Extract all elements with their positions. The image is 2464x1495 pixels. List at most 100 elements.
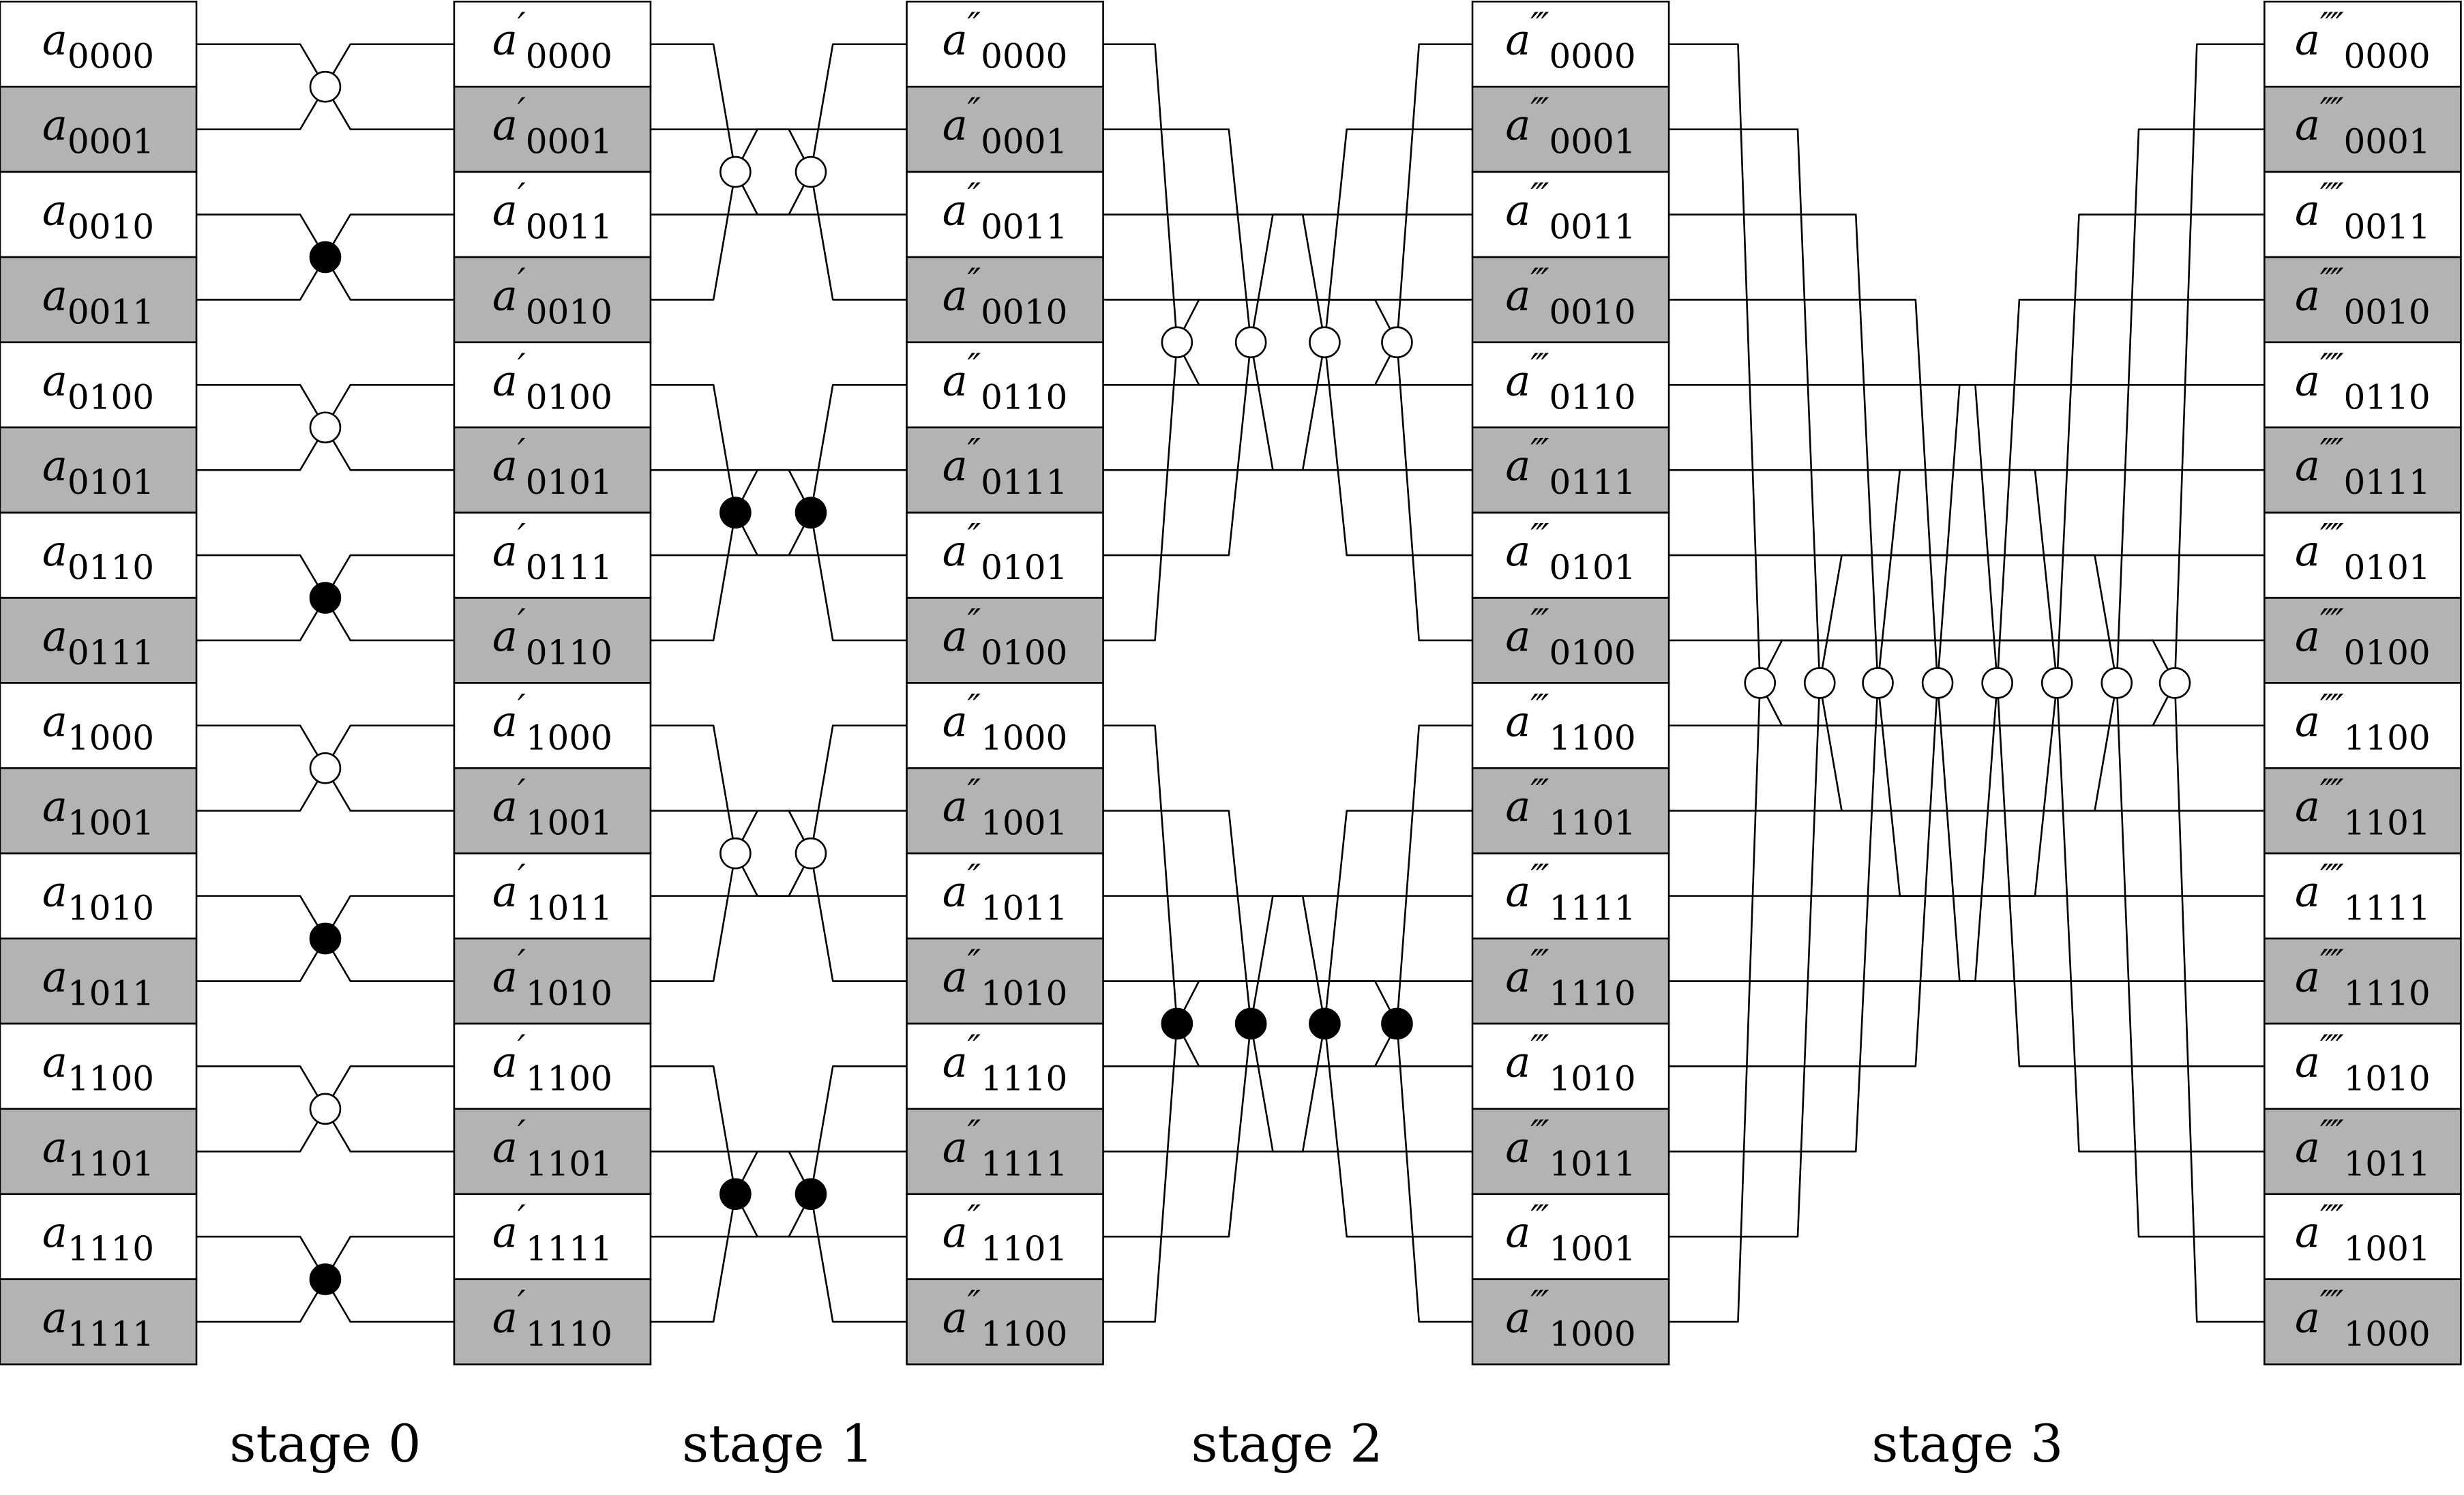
- element-subscript: 1100: [2343, 718, 2430, 758]
- element-cell: a⁗0001: [2263, 85, 2462, 173]
- shaded-cell-box: [906, 597, 1104, 684]
- element-base: a: [42, 441, 68, 490]
- element-prime: ⁗: [2320, 1198, 2344, 1239]
- element-subscript: 1010: [1549, 1059, 1635, 1098]
- element-subscript: 1111: [526, 1229, 612, 1269]
- element-subscript: 0101: [2343, 548, 2430, 587]
- element-cell: a0010: [0, 171, 198, 258]
- element-base: a: [492, 100, 518, 150]
- element-subscript: 1111: [1549, 889, 1635, 928]
- plain-cell-box: [453, 341, 652, 429]
- element-cell: a0000: [0, 1, 198, 88]
- element-subscript: 0111: [2343, 462, 2430, 502]
- element-prime: ″: [968, 1198, 981, 1239]
- element-label: a‴0100: [1505, 602, 1635, 672]
- element-base: a: [42, 526, 68, 576]
- element-label: a⁗0011: [2295, 177, 2431, 247]
- element-prime: ″: [968, 1028, 981, 1069]
- element-subscript: 1100: [68, 1059, 154, 1098]
- plain-cell-box: [1471, 1193, 1670, 1280]
- element-prime: ″: [968, 6, 981, 47]
- element-prime: ⁗: [2320, 91, 2344, 132]
- shaded-cell-box: [906, 426, 1104, 514]
- element-prime: ‴: [1530, 1028, 1549, 1069]
- element-base: a: [42, 355, 68, 405]
- element-base: a: [1505, 696, 1530, 746]
- element-label: a″1110: [942, 1028, 1068, 1098]
- element-base: a: [2295, 441, 2320, 490]
- open-exchange-node: [719, 837, 752, 870]
- element-base: a: [942, 867, 968, 917]
- element-cell: a0101: [0, 426, 198, 514]
- element-subscript: 1000: [2343, 1314, 2430, 1354]
- element-prime: ⁗: [2320, 432, 2344, 473]
- element-subscript: 1011: [2343, 1144, 2430, 1183]
- element-cell: a′1001: [453, 767, 652, 855]
- element-cell: a⁗1111: [2263, 852, 2462, 940]
- element-label: a⁗1100: [2295, 687, 2431, 758]
- element-label: a1110: [42, 1207, 154, 1269]
- element-base: a: [2295, 1037, 2320, 1086]
- element-base: a: [42, 782, 68, 831]
- shaded-cell-box: [453, 937, 652, 1025]
- element-label: a‴1111: [1505, 858, 1635, 928]
- element-label: a1000: [42, 696, 154, 758]
- element-prime: ‴: [1530, 1113, 1549, 1154]
- plain-cell-box: [1471, 512, 1670, 599]
- element-cell: a′0010: [453, 256, 652, 344]
- element-label: a‴0101: [1505, 517, 1635, 587]
- element-cell: a″1001: [906, 767, 1104, 855]
- element-cell: a1110: [0, 1193, 198, 1280]
- element-label: a⁗0100: [2295, 602, 2431, 672]
- element-base: a: [1505, 1292, 1530, 1342]
- element-cell: a1011: [0, 937, 198, 1025]
- shaded-cell-box: [2263, 426, 2462, 514]
- element-subscript: 0100: [2343, 633, 2430, 672]
- element-prime: ‴: [1530, 773, 1549, 814]
- element-base: a: [2295, 1122, 2320, 1172]
- element-base: a: [2295, 270, 2320, 320]
- element-prime: ′: [518, 602, 526, 643]
- shaded-cell-box: [906, 1108, 1104, 1196]
- element-label: a′1110: [492, 1284, 612, 1354]
- element-label: a″0111: [942, 432, 1068, 502]
- element-base: a: [492, 526, 518, 576]
- element-prime: ′: [518, 432, 526, 473]
- element-cell: a0111: [0, 597, 198, 684]
- shaded-cell-box: [1471, 937, 1670, 1025]
- element-cell: a″1000: [906, 682, 1104, 769]
- plain-cell-box: [0, 171, 198, 258]
- element-cell: a1000: [0, 682, 198, 769]
- element-subscript: 1001: [68, 803, 154, 843]
- element-base: a: [42, 100, 68, 150]
- shaded-cell-box: [2263, 597, 2462, 684]
- element-cell: a‴0111: [1471, 426, 1670, 514]
- element-base: a: [1505, 355, 1530, 405]
- element-label: a‴0010: [1505, 261, 1635, 331]
- element-subscript: 0100: [526, 377, 612, 417]
- element-subscript: 0111: [1549, 462, 1635, 502]
- element-subscript: 1001: [981, 803, 1067, 843]
- shaded-cell-box: [453, 256, 652, 344]
- element-cell: a‴0001: [1471, 85, 1670, 173]
- element-subscript: 0010: [526, 292, 612, 331]
- element-prime: ‴: [1530, 1198, 1549, 1239]
- element-base: a: [2295, 526, 2320, 576]
- plain-cell-box: [2263, 171, 2462, 258]
- element-subscript: 1111: [68, 1314, 154, 1354]
- element-prime: ″: [968, 943, 981, 984]
- element-cell: a′0001: [453, 85, 652, 173]
- element-subscript: 0000: [526, 37, 612, 76]
- plain-cell-box: [2263, 682, 2462, 769]
- element-cell: a0001: [0, 85, 198, 173]
- element-label: a′0110: [492, 602, 612, 672]
- plain-cell-box: [906, 341, 1104, 429]
- element-base: a: [492, 270, 518, 320]
- stage-label: stage 1: [682, 1413, 874, 1474]
- element-base: a: [42, 952, 68, 1002]
- element-label: a″1001: [942, 773, 1068, 843]
- element-subscript: 1010: [2343, 1059, 2430, 1098]
- element-label: a‴0111: [1505, 432, 1635, 502]
- element-base: a: [42, 1037, 68, 1086]
- element-base: a: [1505, 15, 1530, 65]
